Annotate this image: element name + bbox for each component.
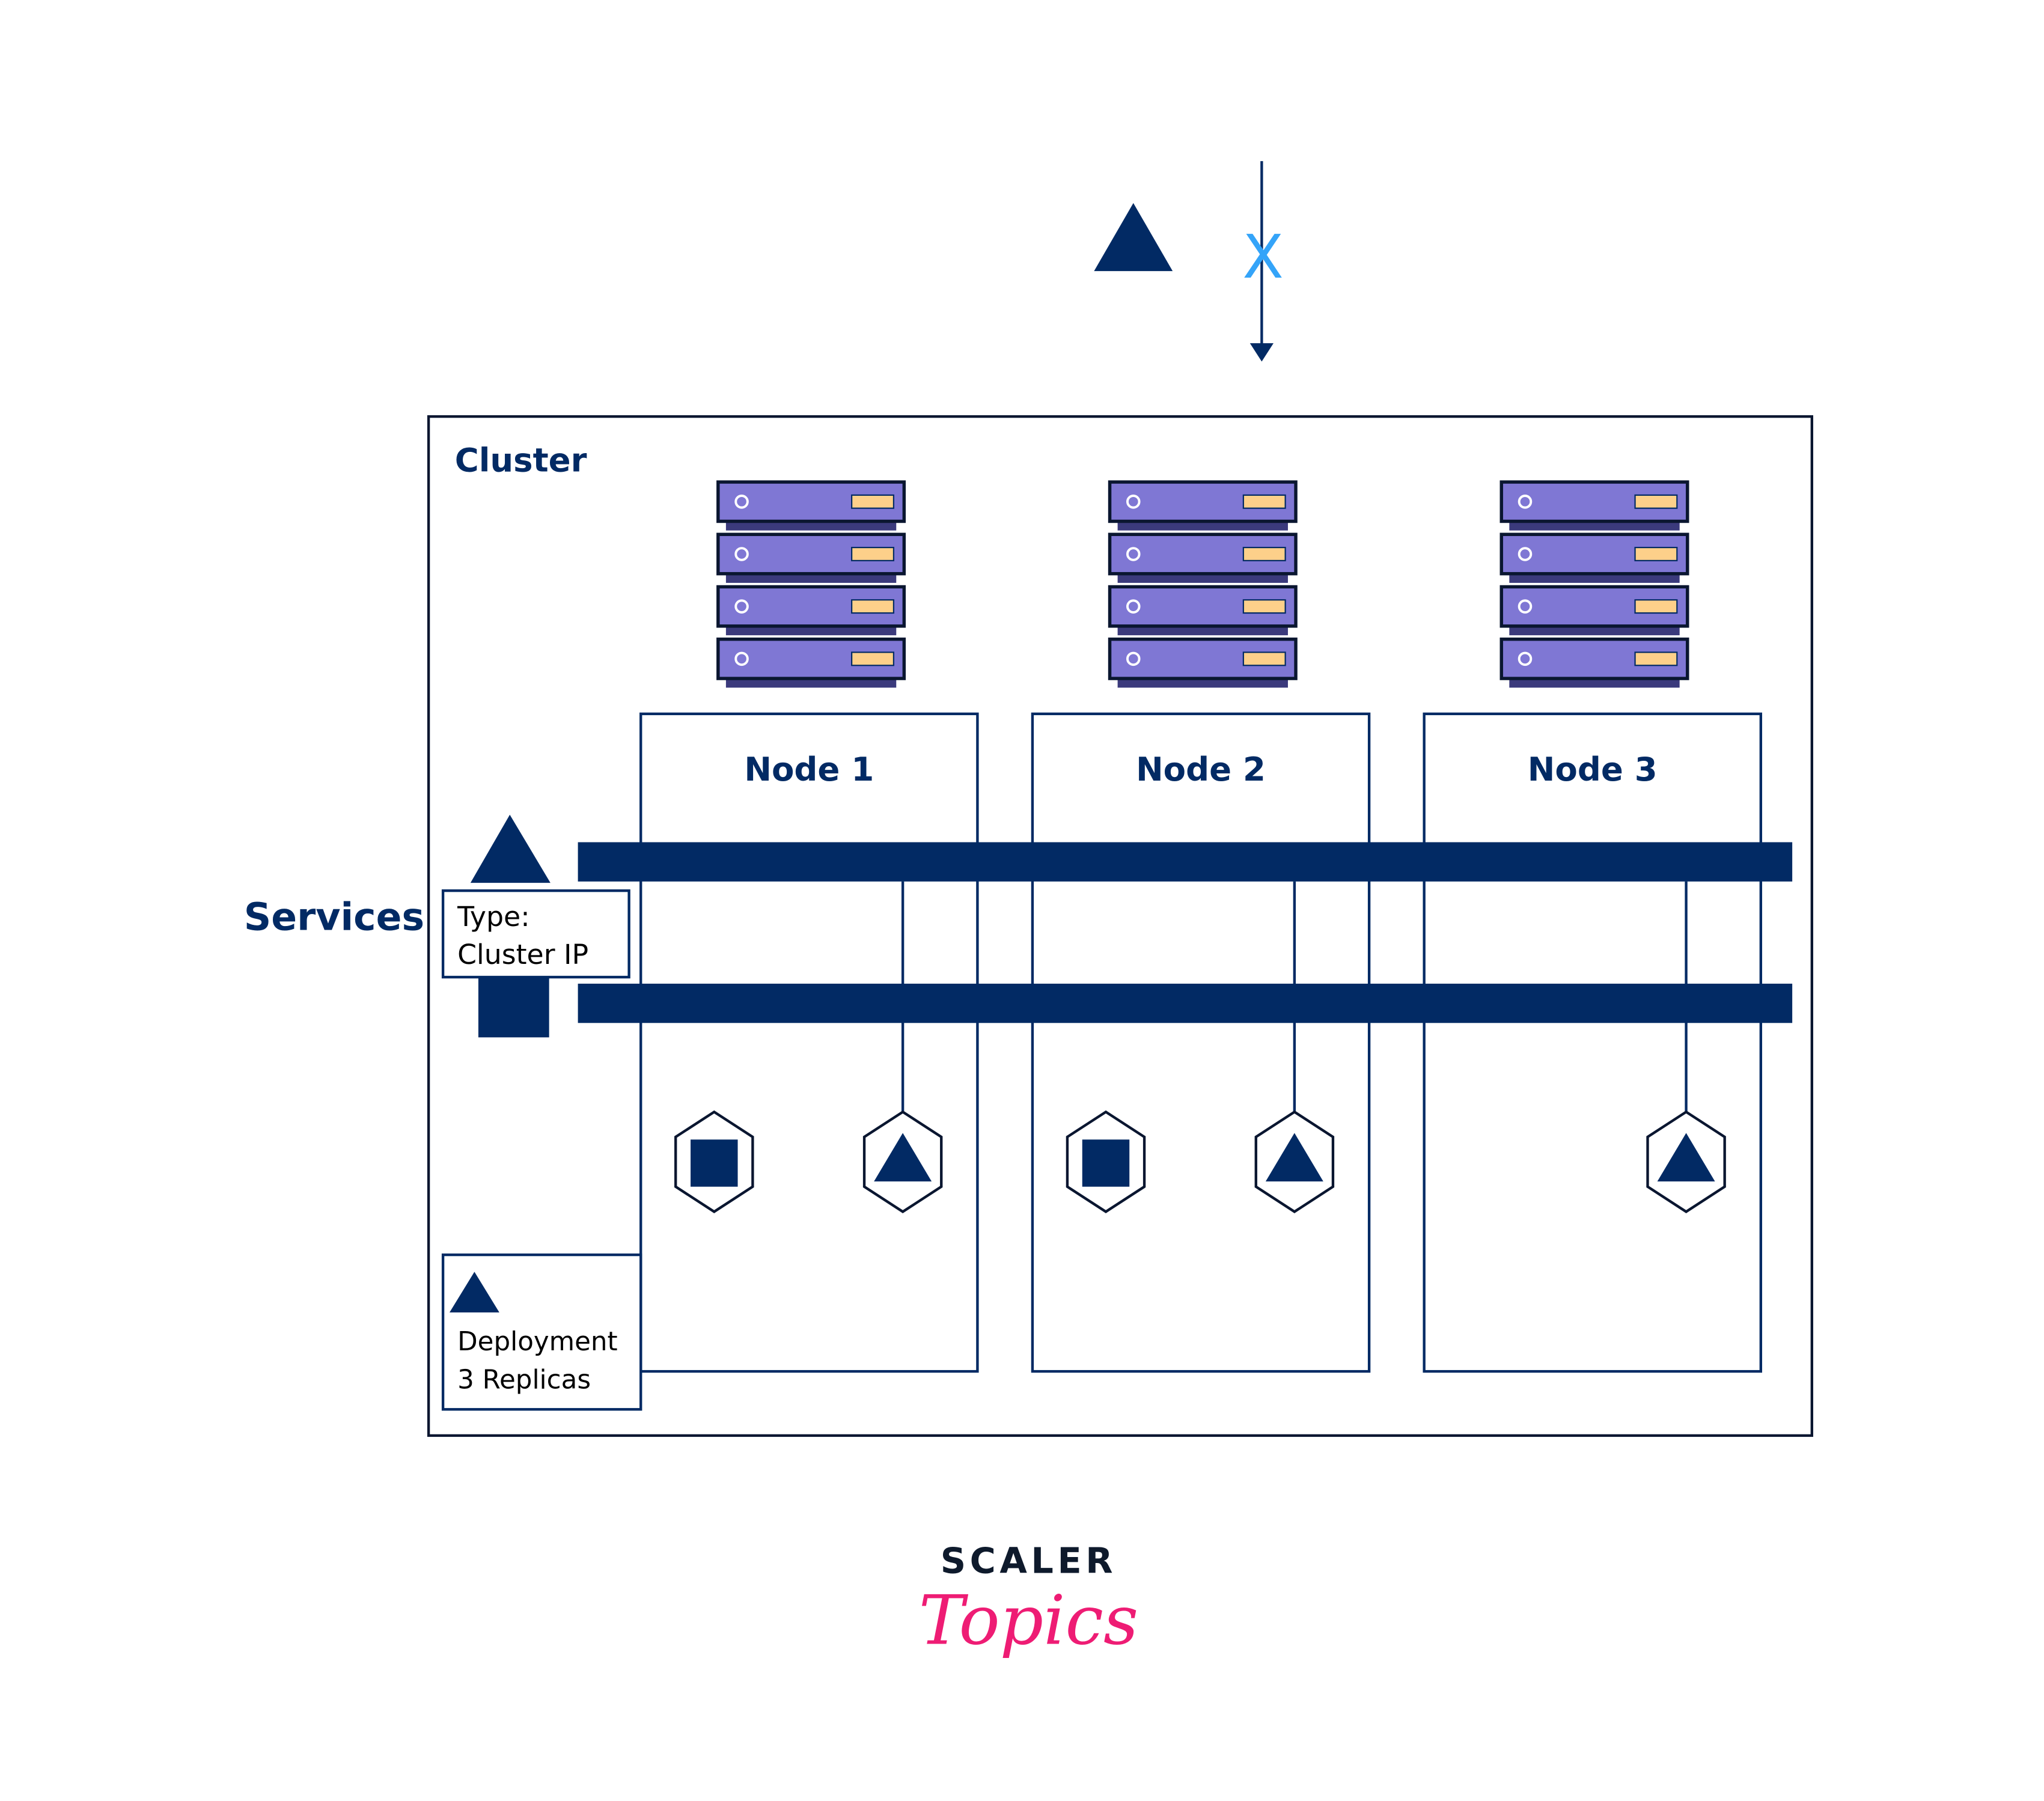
service-square-icon — [478, 969, 549, 1038]
drive-bay-icon — [1242, 546, 1286, 561]
triangle-app-icon — [1657, 1133, 1715, 1182]
node-box-3 — [1423, 712, 1762, 1373]
pod-triangle-node-2 — [1254, 1110, 1335, 1213]
power-led-icon — [1518, 495, 1533, 509]
power-led-icon — [1126, 495, 1141, 509]
service-bar-triangle — [578, 842, 1793, 882]
pod-square-node-2 — [1066, 1110, 1146, 1213]
triangle-app-icon — [874, 1133, 932, 1182]
drive-bay-icon — [1634, 546, 1678, 561]
drive-bay-icon — [1634, 599, 1678, 614]
service-type-line2: Cluster IP — [457, 939, 588, 971]
drive-bay-icon — [1242, 651, 1286, 666]
power-led-icon — [1126, 547, 1141, 561]
deployment-triangle-icon — [449, 1272, 499, 1312]
service-bars — [578, 842, 1793, 1023]
drive-bay-icon — [851, 599, 894, 614]
deployment-line2: 3 Replicas — [457, 1365, 591, 1395]
node-boxes: Node 1 Node 2 Node 3 — [639, 712, 1762, 1373]
pod-connectors — [901, 881, 1688, 1112]
pod-triangle-node-1 — [862, 1110, 943, 1213]
power-led-icon — [1518, 547, 1533, 561]
cluster-label: Cluster — [455, 441, 587, 480]
services-label: Services — [244, 895, 424, 939]
drive-bay-icon — [1242, 494, 1286, 509]
server-stacks — [716, 480, 1689, 688]
node-box-1 — [639, 712, 979, 1373]
power-led-icon — [1126, 651, 1141, 666]
power-led-icon — [1518, 651, 1533, 666]
pod-triangle-node-3 — [1646, 1110, 1726, 1213]
blocked-x-mark: X — [1242, 222, 1284, 292]
arrow-down-icon — [1249, 343, 1274, 362]
node-box-2 — [1031, 712, 1371, 1373]
node-label-1: Node 1 — [744, 750, 874, 788]
drive-bay-icon — [851, 494, 894, 509]
logo-scaler-text: SCALER — [941, 1540, 1117, 1582]
external-triangle-icon — [1094, 203, 1173, 272]
pods — [674, 1110, 1726, 1213]
scaler-topics-logo: SCALER Topics — [919, 1540, 1138, 1660]
power-led-icon — [1126, 599, 1141, 614]
deployment-line1: Deployment — [457, 1327, 618, 1357]
node-label-2: Node 2 — [1136, 750, 1266, 788]
drive-bay-icon — [1242, 599, 1286, 614]
server-stack-icon-3 — [1499, 480, 1689, 688]
pod-square-node-1 — [674, 1110, 754, 1213]
drive-bay-icon — [1634, 651, 1678, 666]
square-app-icon — [691, 1139, 738, 1187]
drive-bay-icon — [851, 546, 894, 561]
service-triangle-icon — [470, 814, 551, 883]
power-led-icon — [734, 495, 749, 509]
service-type-box: Type: Cluster IP — [441, 889, 630, 979]
drive-bay-icon — [851, 651, 894, 666]
service-type-line1: Type: — [457, 901, 530, 933]
deployment-box: Deployment 3 Replicas — [441, 1253, 642, 1411]
drive-bay-icon — [1634, 494, 1678, 509]
power-led-icon — [734, 651, 749, 666]
cluster-box — [427, 415, 1814, 1437]
service-bar-square — [578, 983, 1793, 1023]
external-client: X — [1094, 161, 1284, 362]
server-stack-icon-2 — [1108, 480, 1298, 688]
server-stack-icon-1 — [716, 480, 906, 688]
square-app-icon — [1082, 1139, 1130, 1187]
power-led-icon — [734, 547, 749, 561]
power-led-icon — [1518, 599, 1533, 614]
triangle-app-icon — [1265, 1133, 1323, 1182]
node-label-3: Node 3 — [1528, 750, 1658, 788]
power-led-icon — [734, 599, 749, 614]
logo-topics-text: Topics — [919, 1580, 1138, 1660]
